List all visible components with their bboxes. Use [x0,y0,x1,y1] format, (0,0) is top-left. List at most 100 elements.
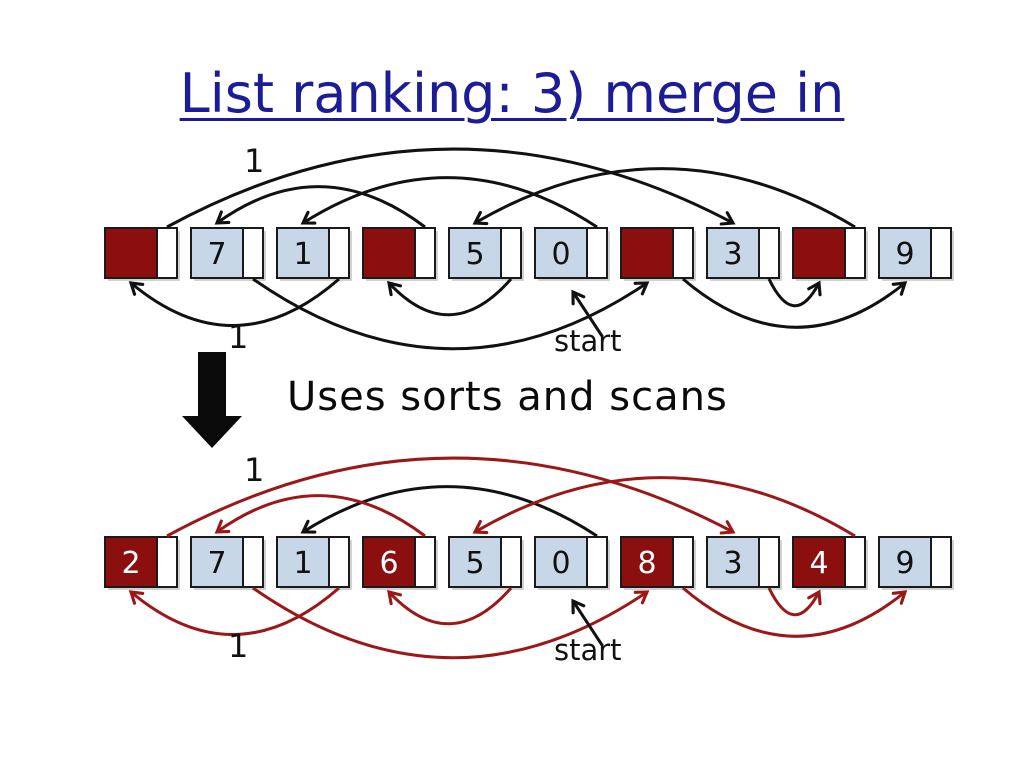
start-arrow [571,598,604,646]
node-value: 2 [121,546,140,581]
node-pointer-cell [328,536,350,588]
node-pointer-cell [500,227,522,279]
slide-title: List ranking: 3) merge in [179,62,845,125]
caption-text: Uses sorts and scans [287,374,728,420]
node-value-cell [792,227,846,279]
list-node [620,227,696,281]
node-value-cell [276,536,330,588]
start-label: start [554,324,622,358]
node-pointer-cell [672,227,694,279]
start-label: start [554,633,622,667]
node-value-cell [190,536,244,588]
node-value-cell [792,536,846,588]
node-value-cell [276,227,330,279]
list-node: 1 [276,536,352,590]
pointer-arc [252,277,650,351]
node-value-cell [362,536,416,588]
list-node: 3 [706,227,782,281]
node-value-cell [620,227,674,279]
node-value: 7 [207,237,226,272]
start-arrow [571,289,604,337]
rank-label-top: 1 [244,451,264,489]
pointer-arc [767,278,822,308]
pointer-arc [300,176,598,229]
down-block-arrow-icon [182,352,242,448]
list-node [104,227,180,281]
node-pointer-cell [930,227,952,279]
node-pointer-cell [930,536,952,588]
node-value: 9 [895,237,914,272]
pointer-arc [767,587,822,617]
list-node: 0 [534,227,610,281]
pointer-arc [252,586,650,660]
list-node: 1 [276,227,352,281]
rank-label-bottom: 1 [228,318,248,356]
node-pointer-cell [242,227,264,279]
list-node: 0 [534,536,610,590]
node-value-cell [620,536,674,588]
rank-label-top: 1 [244,142,264,180]
node-value: 0 [551,546,570,581]
node-value: 0 [551,237,570,272]
node-value-cell [878,227,932,279]
node-pointer-cell [758,536,780,588]
list-node: 9 [878,536,954,590]
node-pointer-cell [844,536,866,588]
node-value-cell [706,536,760,588]
pointer-arc [300,485,598,538]
node-pointer-cell [586,227,608,279]
pointer-arc [387,587,513,626]
rank-label-bottom: 1 [228,627,248,665]
node-value: 7 [207,546,226,581]
node-pointer-cell [156,227,178,279]
list-node: 3 [706,536,782,590]
pointer-arc [387,278,513,317]
pointer-arc [128,586,340,636]
node-value: 4 [809,546,828,581]
node-value-cell [534,536,588,588]
pointer-arc [682,277,908,329]
pointer-arc [214,494,426,538]
node-value-cell [448,536,502,588]
node-pointer-cell [414,536,436,588]
node-value-cell [104,536,158,588]
list-node: 5 [448,227,524,281]
node-pointer-cell [500,536,522,588]
node-value-cell [448,227,502,279]
pointer-arc [166,456,736,538]
list-node [362,227,438,281]
node-value: 9 [895,546,914,581]
node-pointer-cell [242,536,264,588]
list-node: 4 [792,536,868,590]
node-value: 5 [465,237,484,272]
node-value: 1 [293,546,312,581]
list-node: 7 [190,227,266,281]
pointer-arc [214,185,426,229]
node-pointer-cell [672,536,694,588]
node-pointer-cell [758,227,780,279]
node-pointer-cell [414,227,436,279]
pointer-arc [682,586,908,638]
node-value: 3 [723,546,742,581]
node-pointer-cell [156,536,178,588]
node-value-cell [362,227,416,279]
pointer-arc [166,147,736,229]
node-value-cell [190,227,244,279]
node-pointer-cell [586,536,608,588]
node-value: 8 [637,546,656,581]
node-value-cell [878,536,932,588]
list-node: 8 [620,536,696,590]
node-value: 1 [293,237,312,272]
node-value: 3 [723,237,742,272]
node-value-cell [706,227,760,279]
pointer-arc [472,476,856,538]
list-node: 2 [104,536,180,590]
node-value: 6 [379,546,398,581]
list-diagram-before-merge: 7 1 5 0 3 9 1 1 start [104,142,954,358]
list-node: 7 [190,536,266,590]
node-value: 5 [465,546,484,581]
node-value-cell [104,227,158,279]
node-pointer-cell [328,227,350,279]
